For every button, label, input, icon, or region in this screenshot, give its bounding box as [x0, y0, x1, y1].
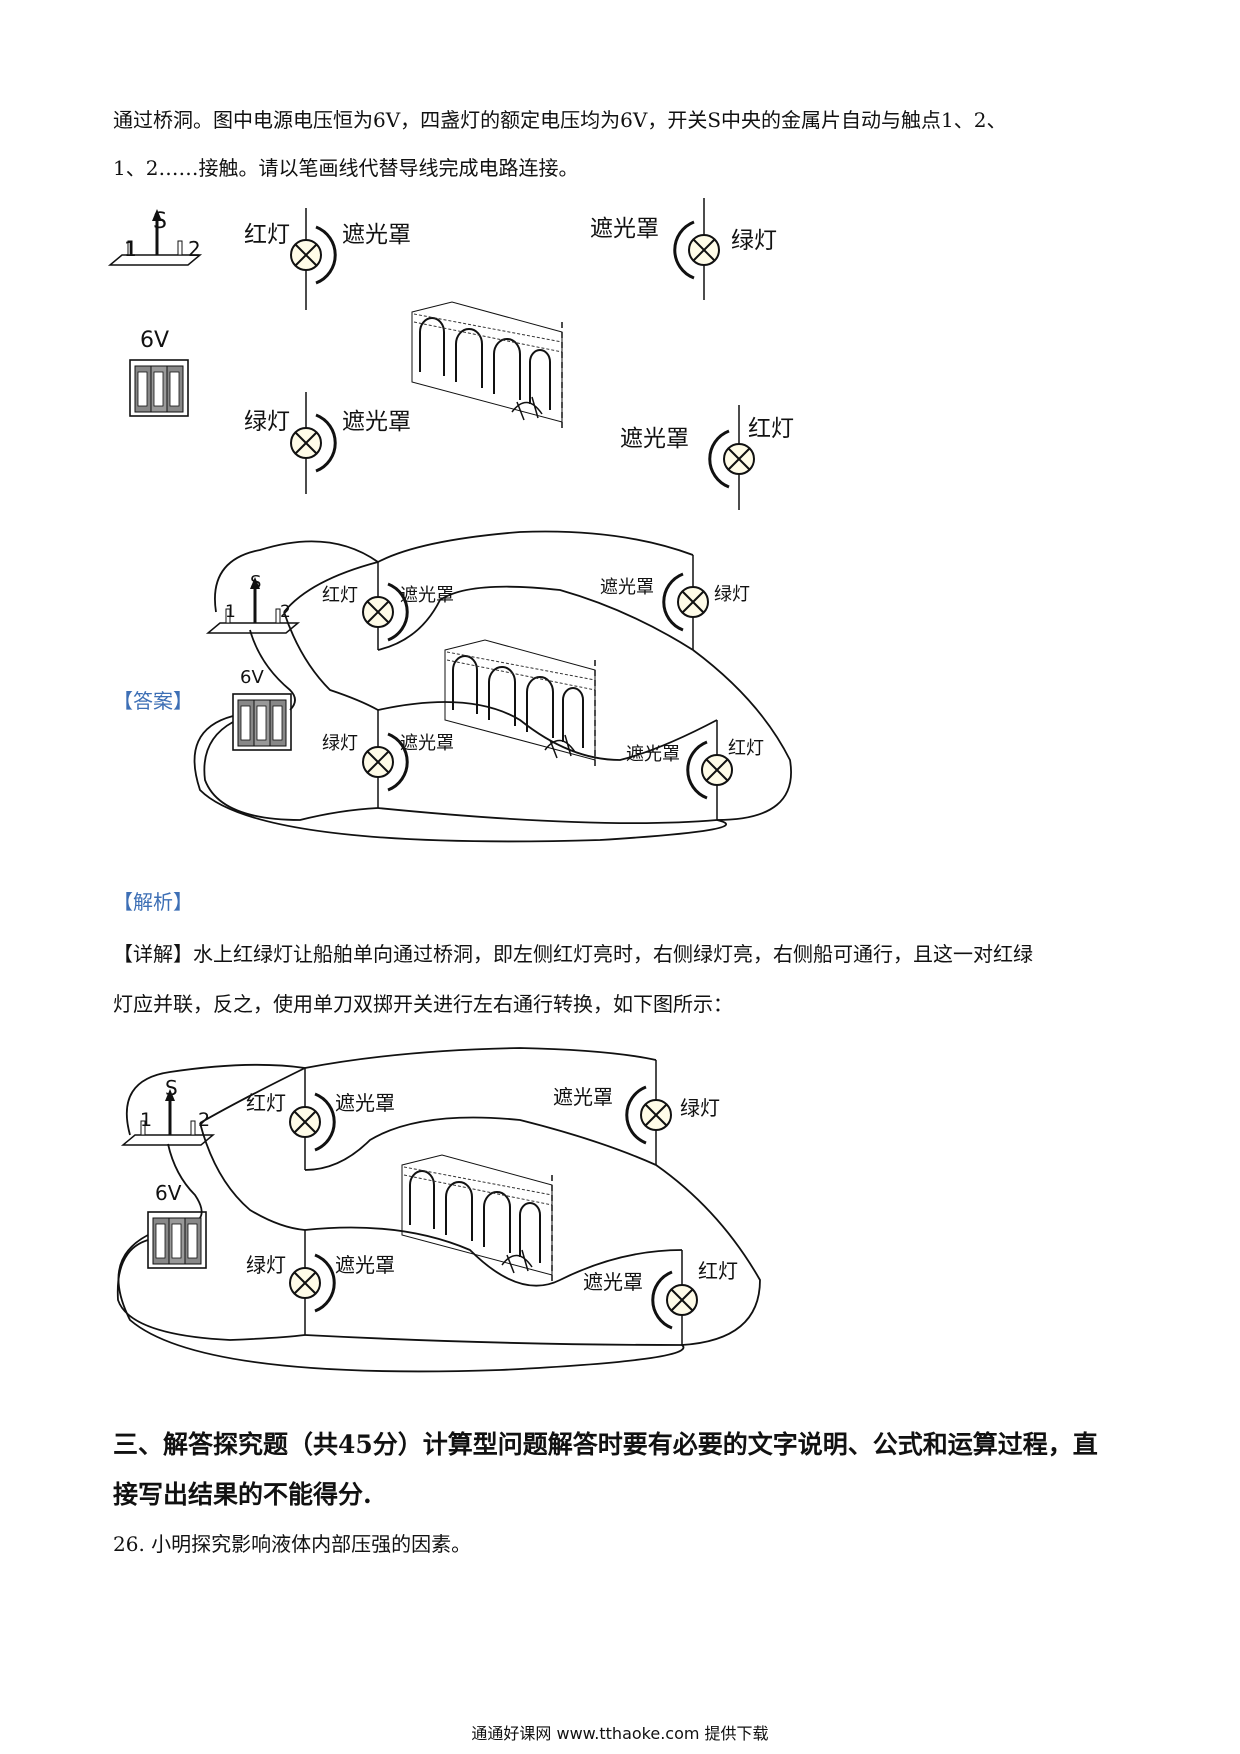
lamp-label: 绿灯: [244, 409, 290, 435]
battery-label: 6V: [155, 1181, 182, 1205]
answer-figure: S 1 2 6V 红灯 遮光罩 遮光罩 绿灯 绿灯 遮光罩 遮光罩 红灯: [193, 530, 792, 843]
lamp-label: 绿灯: [246, 1253, 286, 1277]
lamp-label: 绿灯: [680, 1096, 720, 1120]
shade-label: 遮光罩: [335, 1253, 395, 1277]
shade-label: 遮光罩: [342, 222, 411, 248]
shade-label: 遮光罩: [400, 733, 454, 754]
contact-1-label: 1: [225, 602, 236, 622]
switch-label: S: [165, 1076, 178, 1100]
shade-label: 遮光罩: [626, 744, 680, 765]
shade-label: 遮光罩: [553, 1085, 613, 1109]
battery-label: 6V: [240, 667, 264, 688]
shade-label: 遮光罩: [600, 577, 654, 598]
answer-label: 【答案】: [113, 689, 193, 713]
shade-label: 遮光罩: [590, 216, 659, 242]
intro-line-1: 通过桥洞。图中电源电压恒为6V，四盏灯的额定电压均为6V，开关S中央的金属片自动…: [113, 108, 1007, 132]
battery-label: 6V: [140, 328, 169, 353]
intro-line-2: 1、2……接触。请以笔画线代替导线完成电路连接。: [113, 156, 579, 180]
section-heading-line-1: 三、解答探究题（共45分）计算型问题解答时要有必要的文字说明、公式和运算过程，直: [113, 1430, 1098, 1459]
contact-1-label: 1: [140, 1109, 152, 1131]
problem-figure: S 1 2 6V 红灯 遮光罩 遮光罩 绿灯 绿灯 遮光罩 遮光罩 红灯: [108, 198, 794, 510]
lamp-label: 绿灯: [322, 733, 358, 754]
shade-label: 遮光罩: [400, 585, 454, 606]
lamp-label: 绿灯: [714, 584, 750, 605]
question-26: 26. 小明探究影响液体内部压强的因素。: [113, 1532, 472, 1556]
detail-line-1: 【详解】水上红绿灯让船舶单向通过桥洞，即左侧红灯亮时，右侧绿灯亮，右侧船可通行，…: [113, 942, 1033, 966]
switch-label: S: [250, 572, 261, 593]
contact-1-label: 1: [124, 237, 137, 261]
lamp-label: 红灯: [698, 1259, 738, 1283]
lamp-label: 红灯: [322, 585, 358, 606]
lamp-label: 红灯: [728, 738, 764, 759]
analysis-label: 【解析】: [113, 890, 193, 914]
shade-label: 遮光罩: [335, 1091, 395, 1115]
contact-2-label: 2: [188, 237, 201, 261]
section-heading-line-2: 接写出结果的不能得分.: [113, 1480, 372, 1509]
analysis-figure: S 1 2 6V 红灯 遮光罩 遮光罩 绿灯 绿灯 遮光罩 遮光罩 红灯: [116, 1047, 761, 1373]
lamp-label: 绿灯: [731, 228, 777, 254]
switch-label: S: [153, 209, 167, 234]
shade-label: 遮光罩: [620, 426, 689, 452]
bridge-image: [411, 301, 563, 433]
shade-label: 遮光罩: [342, 409, 411, 435]
lamp-label: 红灯: [244, 222, 290, 248]
detail-line-2: 灯应并联，反之，使用单刀双掷开关进行左右通行转换，如下图所示：: [113, 992, 733, 1016]
contact-2-label: 2: [280, 602, 291, 622]
lamp-label: 红灯: [748, 416, 794, 442]
page-footer: 通通好课网 www.tthaoke.com 提供下载: [471, 1724, 769, 1743]
shade-label: 遮光罩: [583, 1270, 643, 1294]
